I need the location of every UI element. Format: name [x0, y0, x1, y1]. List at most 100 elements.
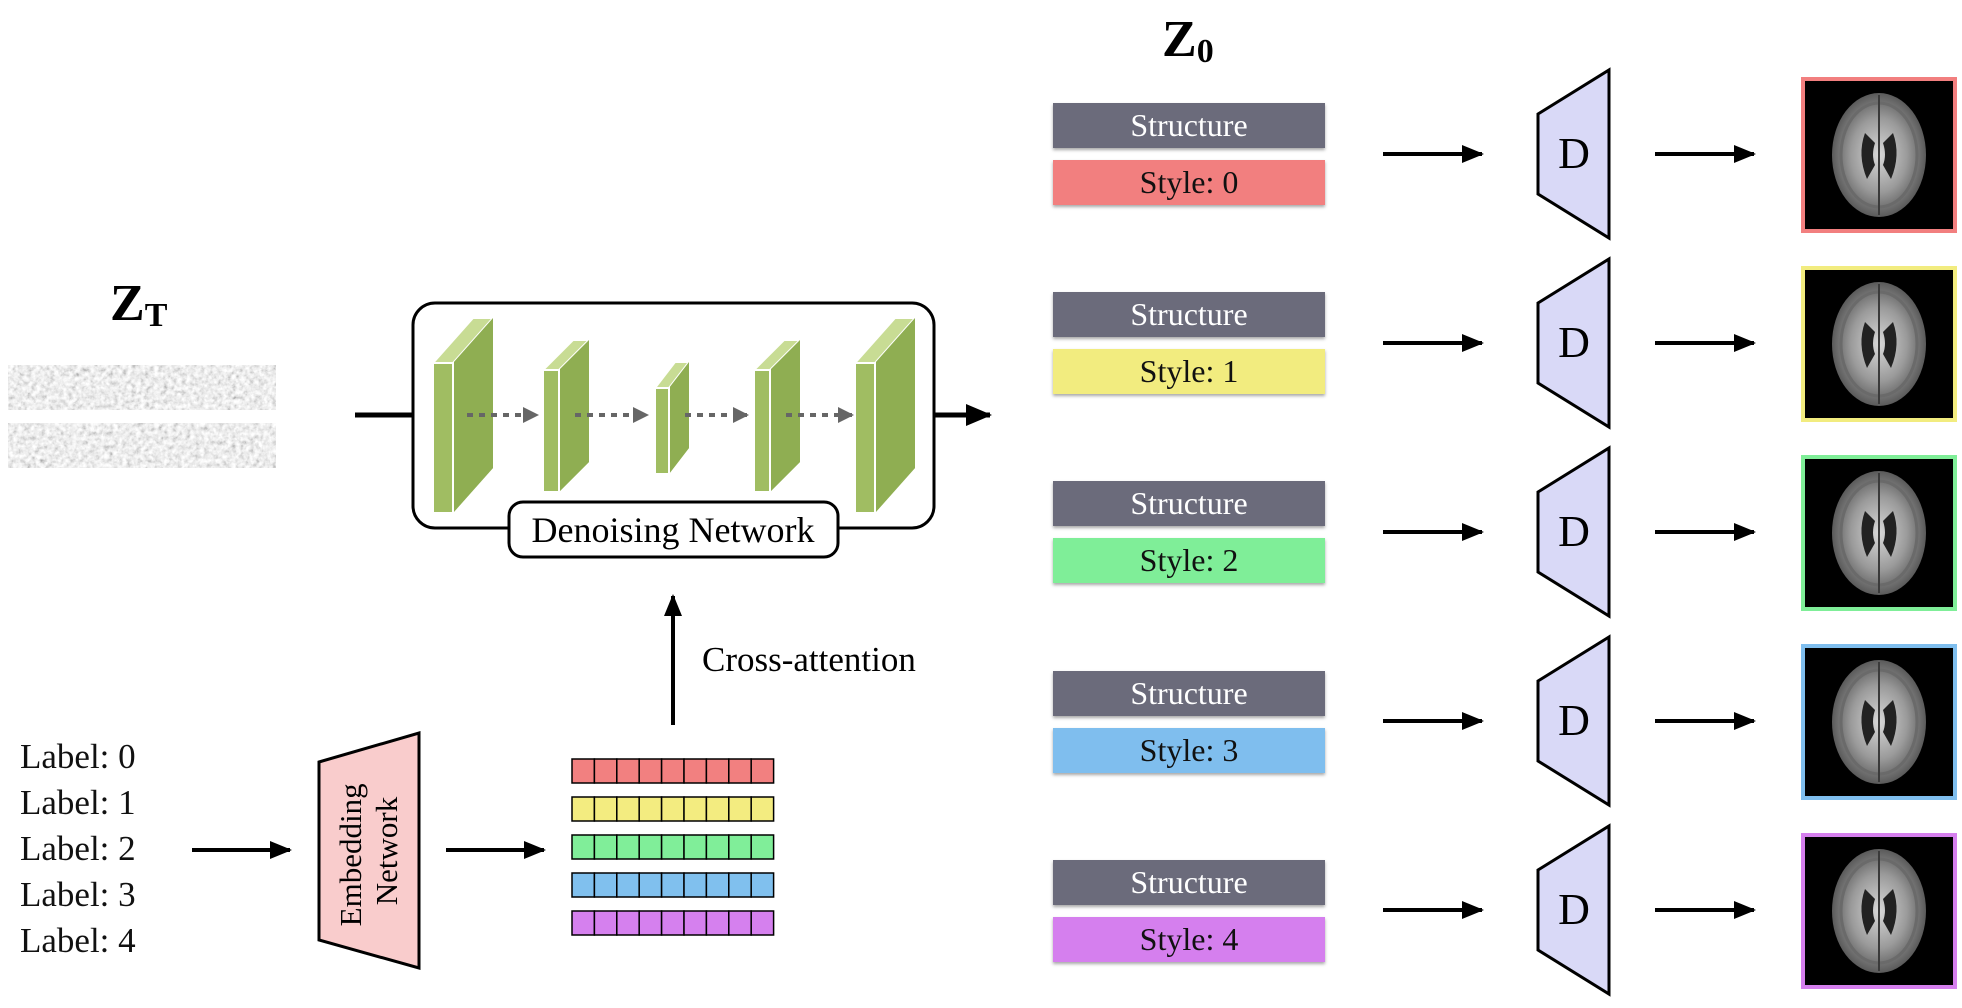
embedding-row-0	[571, 758, 775, 784]
style-row-4: D	[1383, 823, 1957, 997]
structure-bar-3: Structure	[1053, 671, 1325, 716]
embedding-row-4	[571, 910, 775, 936]
unet-layer-5	[852, 317, 918, 514]
embedding-vectors	[571, 758, 775, 936]
ventricle-left	[1861, 889, 1875, 935]
embedding-cell	[593, 872, 618, 898]
cross-attention-label: Cross-attention	[702, 640, 916, 679]
embedding-cell	[683, 834, 708, 860]
embedding-cell	[593, 796, 618, 822]
style-row-3: D	[1383, 634, 1957, 808]
style-bar-2: Style: 2	[1053, 538, 1325, 583]
embedding-cell	[750, 758, 775, 784]
embedding-cell	[728, 872, 752, 898]
style-row-1: D	[1383, 256, 1957, 430]
embedding-cell	[660, 796, 685, 822]
ventricle-right	[1883, 889, 1897, 935]
denoising-network-label-box	[507, 500, 840, 559]
style-bar-3: Style: 3	[1053, 728, 1325, 773]
ventricle-left	[1861, 133, 1875, 179]
unet-layer-3	[652, 361, 692, 475]
embedding-cell	[683, 758, 708, 784]
noise-strip-top	[8, 365, 276, 410]
decoder-label: D	[1558, 696, 1590, 745]
embedding-cell	[660, 872, 685, 898]
embedding-network-label: Embedding Network	[333, 776, 404, 927]
embedding-cell	[660, 758, 685, 784]
embedding-cell	[750, 796, 775, 822]
mri-image-1	[1801, 266, 1957, 422]
decoder-label: D	[1558, 318, 1590, 367]
embedding-cell	[728, 758, 752, 784]
embedding-cell	[571, 834, 596, 860]
embedding-network-label-line1: Embedding	[333, 783, 368, 926]
embedding-cell	[616, 910, 640, 936]
embedding-cell	[571, 872, 596, 898]
embedding-cell	[705, 872, 730, 898]
embedding-cell	[593, 910, 618, 936]
embedding-cell	[638, 872, 663, 898]
embedding-cell	[616, 796, 640, 822]
label-item-1: Label: 1	[20, 783, 136, 822]
embedding-cell	[728, 834, 752, 860]
decoder-label: D	[1558, 507, 1590, 556]
noise-strip-bottom	[8, 423, 276, 468]
embedding-cell	[616, 834, 640, 860]
style-bar-4: Style: 4	[1053, 917, 1325, 962]
embedding-cell	[571, 910, 596, 936]
embedding-cell	[728, 910, 752, 936]
structure-bar-1: Structure	[1053, 292, 1325, 337]
embedding-cell	[660, 910, 685, 936]
zt-label: ZT	[110, 275, 168, 334]
structure-bar-0: Structure	[1053, 103, 1325, 148]
embedding-cell	[616, 758, 640, 784]
decoder-shape	[1536, 256, 1611, 430]
embedding-network: Embedding Network	[317, 731, 421, 970]
embedding-network-shape	[317, 731, 421, 970]
embedding-cell	[728, 796, 752, 822]
embedding-cell	[638, 834, 663, 860]
ventricle-right	[1883, 511, 1897, 557]
embedding-row-2	[571, 834, 775, 860]
embedding-row-3	[571, 872, 775, 898]
embedding-cell	[571, 796, 596, 822]
style-bar-0: Style: 0	[1053, 160, 1325, 205]
style-row-0: D	[1383, 67, 1957, 241]
mri-image-2	[1801, 455, 1957, 611]
ventricle-left	[1861, 322, 1875, 368]
embedding-cell	[571, 758, 596, 784]
embedding-cell	[683, 796, 708, 822]
mri-image-3	[1801, 644, 1957, 800]
embedding-cell	[638, 910, 663, 936]
ventricle-right	[1883, 700, 1897, 746]
embedding-network-label-line2: Network	[369, 796, 404, 905]
embedding-cell	[683, 872, 708, 898]
embedding-cell	[705, 796, 730, 822]
unet-layers	[430, 317, 918, 514]
embedding-cell	[705, 834, 730, 860]
noise-latent-strips	[8, 365, 276, 468]
embedding-row-1	[571, 796, 775, 822]
label-item-2: Label: 2	[20, 829, 136, 868]
decoder-shape	[1536, 67, 1611, 241]
embedding-cell	[593, 758, 618, 784]
label-item-3: Label: 3	[20, 875, 136, 914]
style-rows: D D D D D	[1383, 67, 1957, 997]
style-row-2: D	[1383, 445, 1957, 619]
embedding-cell	[750, 910, 775, 936]
embedding-cell	[705, 758, 730, 784]
decoder-shape	[1536, 634, 1611, 808]
embedding-cell	[750, 834, 775, 860]
decoder-label: D	[1558, 885, 1590, 934]
embedding-cell	[683, 910, 708, 936]
embedding-cell	[705, 910, 730, 936]
embedding-cell	[616, 872, 640, 898]
label-item-0: Label: 0	[20, 737, 136, 776]
ventricle-right	[1883, 322, 1897, 368]
mri-image-0	[1801, 77, 1957, 233]
unet-layer-4	[751, 339, 803, 493]
embedding-cell	[638, 758, 663, 784]
structure-bar-2: Structure	[1053, 481, 1325, 526]
embedding-cell	[750, 872, 775, 898]
